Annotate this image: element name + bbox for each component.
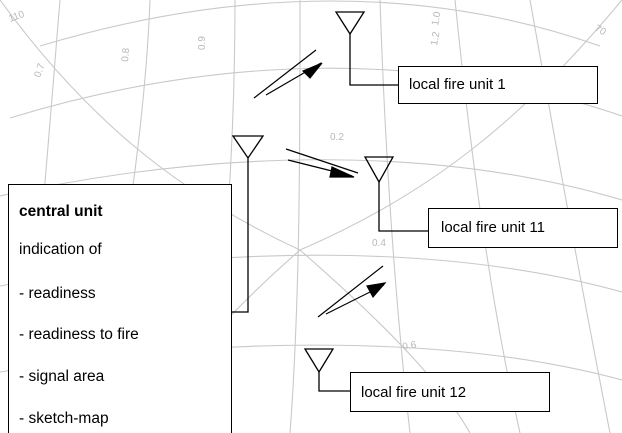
signal-links [253, 49, 387, 318]
grid-label: 0.6 [402, 340, 418, 353]
grid-label: 70 [593, 23, 609, 38]
local-unit-12-antenna [303, 348, 350, 392]
central-unit-line: - sketch-map [19, 410, 109, 427]
local-fire-unit-1-box: local fire unit 1 [398, 66, 598, 104]
central-antenna [231, 135, 265, 313]
grid-label: 0.9 [197, 36, 208, 50]
local-fire-unit-11-label: local fire unit 11 [441, 219, 545, 236]
local-unit-1-antenna [334, 11, 398, 86]
grid-label: 1.2 [429, 30, 442, 46]
central-unit-line: - readiness to fire [19, 326, 139, 343]
central-antenna-icon [231, 135, 265, 160]
grid-label: 110 [7, 9, 26, 25]
central-unit-title: central unit [19, 203, 103, 220]
local-fire-unit-12-label: local fire unit 12 [361, 384, 467, 401]
grid-label: 0.2 [330, 132, 344, 143]
signal-arrow-to-unit-11 [285, 148, 359, 178]
antenna-icon [303, 348, 335, 374]
antenna-icon [363, 156, 395, 184]
central-unit-line: indication of [19, 241, 102, 258]
signal-arrow-to-unit-1 [253, 49, 323, 99]
grid-label: 0.4 [372, 238, 386, 249]
local-unit-11-antenna [363, 156, 428, 232]
grid-label: 1.0 [430, 10, 443, 26]
local-fire-unit-12-box: local fire unit 12 [350, 372, 550, 412]
grid-label: 0.8 [120, 47, 132, 62]
background-grid-labels: 110 70 0.9 0.8 1.0 1.2 0.2 0.4 0.6 0.7 [7, 9, 608, 353]
local-fire-unit-1-label: local fire unit 1 [409, 76, 506, 93]
central-unit-box: central unit indication of - readiness -… [8, 184, 232, 433]
central-unit-line: - readiness [19, 285, 96, 302]
signal-arrow-to-unit-12 [317, 265, 387, 318]
central-unit-line: - signal area [19, 368, 105, 385]
grid-label: 0.7 [32, 62, 47, 79]
antenna-icon [334, 11, 366, 36]
local-fire-unit-11-box: local fire unit 11 [428, 208, 618, 248]
